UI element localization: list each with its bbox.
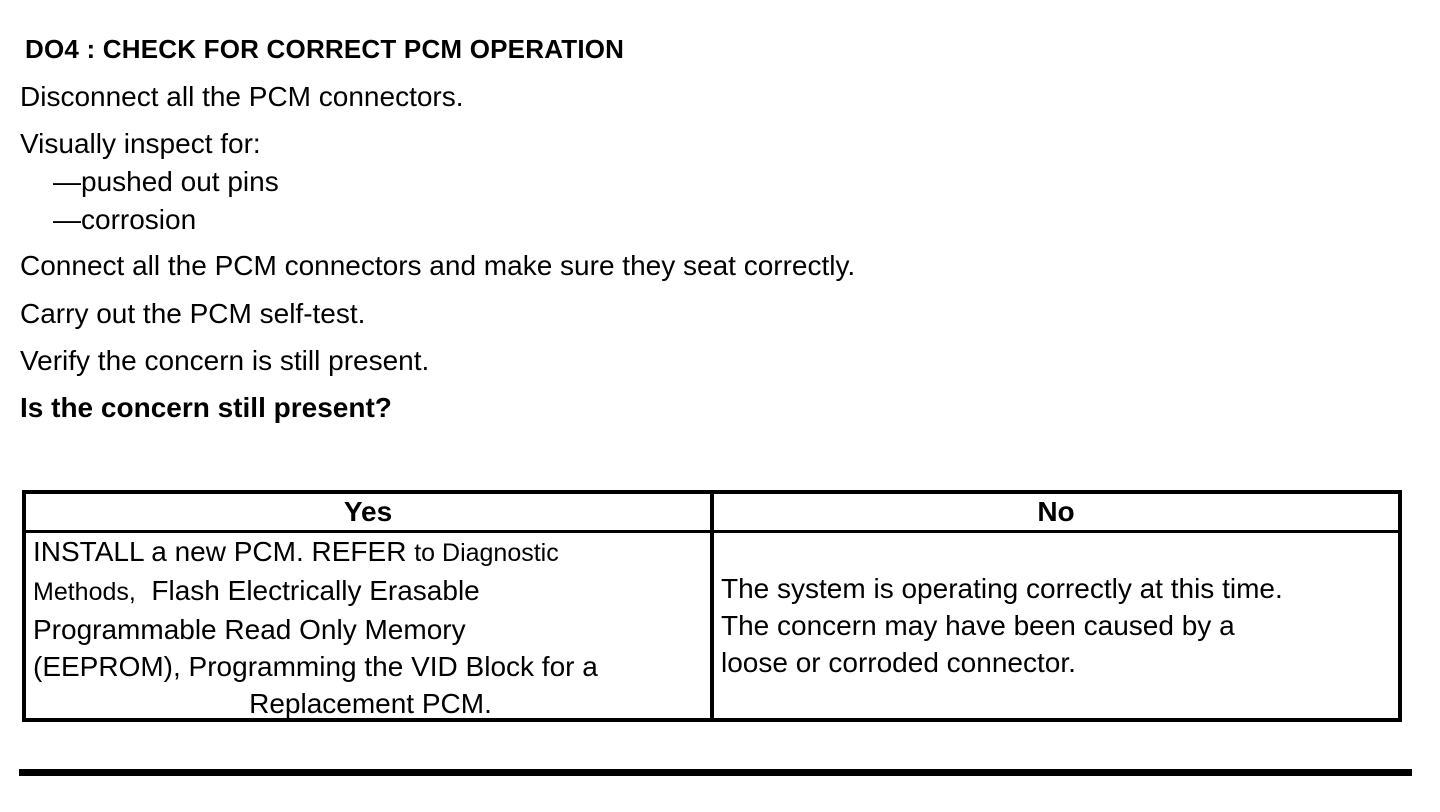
inspect-list-item-corrosion: —corrosion [53,204,197,235]
table-cell-yes-action: INSTALL a new PCM. REFER to Diagnostic M… [26,533,710,718]
no-action-line: The system is operating correctly at thi… [721,573,1283,604]
yes-action-line: (EEPROM), Programming the VID Block for … [33,651,598,682]
table-column-divider [710,494,714,718]
step-self-test: Carry out the PCM self-test. [20,298,366,329]
pinpoint-test-heading: DO4 : CHECK FOR CORRECT PCM OPERATION [25,34,625,64]
yes-action-text: INSTALL a new PCM. REFER [33,536,415,567]
no-action-line: loose or corroded connector. [721,647,1076,678]
step-verify-concern: Verify the concern is still present. [20,345,430,376]
yes-action-line: Methods, Flash Electrically Erasable [33,572,708,611]
inspect-list-item-pushed-out-pins: —pushed out pins [53,166,279,197]
yes-action-line: Replacement PCM. [249,688,492,719]
yes-action-line: INSTALL a new PCM. REFER to Diagnostic [33,533,708,572]
step-disconnect-connectors: Disconnect all the PCM connectors. [20,81,464,112]
step-connect-connectors: Connect all the PCM connectors and make … [20,250,856,281]
table-header-no: No [1037,496,1075,527]
table-cell-no-action: The system is operating correctly at thi… [714,533,1398,718]
reference-link-text: Methods, [33,578,136,606]
yes-no-result-table: Yes No INSTALL a new PCM. REFER to Diagn… [22,490,1402,722]
reference-link-text: to Diagnostic [414,539,559,567]
section-end-rule [19,769,1412,776]
decision-question: Is the concern still present? [20,392,392,423]
step-visually-inspect: Visually inspect for: [20,128,261,159]
yes-action-line: Programmable Read Only Memory [33,614,466,645]
table-header-yes: Yes [343,496,393,527]
yes-action-text: Flash Electrically Erasable [135,575,480,606]
table-header-divider [26,530,1398,533]
no-action-line: The concern may have been caused by a [721,610,1235,641]
